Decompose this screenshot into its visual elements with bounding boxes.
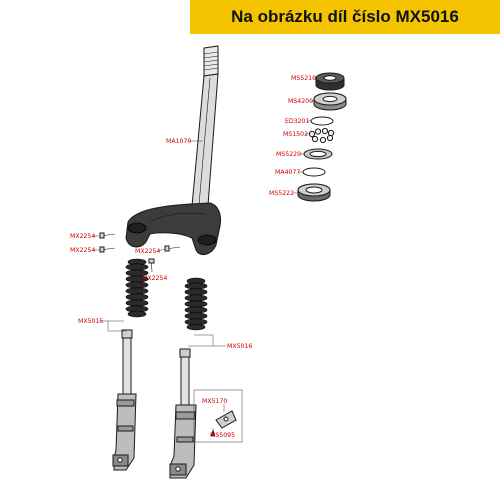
part-label-mx5170: MX5170 <box>202 398 227 405</box>
part-label-ms1502: MS1502 <box>283 131 308 138</box>
part-label-ma1070: MA1070 <box>166 138 191 145</box>
part-label-mx2254-3: MX2254 <box>135 248 160 255</box>
right-fork-drawing <box>169 277 208 479</box>
leader-lines <box>93 77 316 431</box>
part-label-ms5222: MS5222 <box>269 190 294 197</box>
bracket-drawing <box>193 389 243 443</box>
part-label-ms4200: MS4200 <box>288 98 313 105</box>
title-banner: Na obrázku díl číslo MX5016 <box>190 0 500 34</box>
part-label-mx2254-1: MX2254 <box>70 233 95 240</box>
part-label-mx5015: MX5015 <box>78 318 103 325</box>
steering-stem-drawing <box>125 45 221 256</box>
part-labels: MS5210 MS4200 ED3201 MS1502 MS5220 MA407… <box>70 75 316 439</box>
page-title: Na obrázku díl číslo MX5016 <box>231 7 459 26</box>
part-label-ma4077: MA4077 <box>275 169 300 176</box>
part-label-mx2254-4: MX2254 <box>142 275 167 282</box>
part-label-ed3201: ED3201 <box>285 118 309 125</box>
part-label-mx5016: MX5016 <box>227 343 252 350</box>
left-fork-drawing <box>112 258 149 471</box>
bearing-stack-drawing <box>297 72 347 202</box>
part-label-ms5220: MS5220 <box>276 151 301 158</box>
part-label-ms5210: MS5210 <box>291 75 316 82</box>
part-label-mx2254-2: MX2254 <box>70 247 95 254</box>
bolts-drawing <box>99 232 181 273</box>
part-label-ms5095: MS5095 <box>210 432 235 439</box>
